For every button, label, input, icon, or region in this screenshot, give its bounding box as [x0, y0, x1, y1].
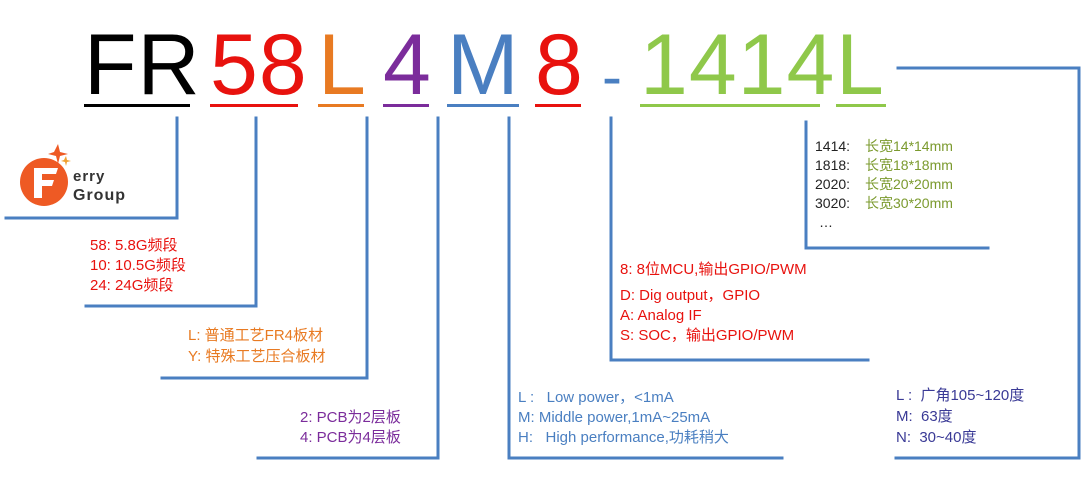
code-segment-prefix: FR [84, 17, 201, 113]
size-desc: 长宽30*20mm [865, 195, 953, 211]
size-desc: 长宽20*20mm [865, 176, 953, 192]
underline-board [318, 104, 364, 107]
code-segment-board: L [318, 17, 367, 113]
size-code: 1818: [815, 157, 851, 173]
size-code: 1414: [815, 138, 851, 154]
code-segment-layers: 4 [383, 17, 432, 113]
connector-angle [894, 66, 1081, 460]
connector-frequency [84, 116, 258, 308]
size-more: … [819, 214, 833, 230]
frequency-line: 10: 10.5G频段 [90, 257, 186, 274]
layers-legend: 2: PCB为2层板 4: PCB为4层板 [300, 408, 401, 448]
output-line: 8: 8位MCU,输出GPIO/PWM [620, 261, 807, 278]
underline-frequency [210, 104, 298, 107]
ferry-group-logo: erry Group [14, 138, 164, 216]
underline-layers [383, 104, 429, 107]
size-legend: 1414: 长宽14*14mm 1818: 长宽18*18mm 2020: 长宽20*… [815, 137, 953, 232]
power-line: H: High performance,功耗稍大 [518, 429, 729, 446]
power-legend: L : Low power，<1mA M: Middle power,1mA~2… [518, 388, 729, 448]
frequency-line: 24: 24G频段 [90, 277, 174, 294]
connector-output [609, 116, 870, 362]
angle-line: N: 30~40度 [896, 429, 977, 446]
output-line: S: SOC，输出GPIO/PWM [620, 327, 795, 344]
logo-emblem-icon [20, 144, 71, 206]
layers-line: 4: PCB为4层板 [300, 429, 401, 446]
size-code: 3020: [815, 195, 851, 211]
frequency-legend: 58: 5.8G频段 10: 10.5G频段 24: 24G频段 [90, 236, 186, 296]
size-code: 2020: [815, 176, 851, 192]
connector-size [804, 120, 990, 250]
underline-prefix [84, 104, 190, 107]
underline-angle [836, 104, 886, 107]
connector-power [507, 116, 784, 460]
angle-line: M: 63度 [896, 408, 953, 425]
code-segment-power: M [447, 17, 520, 113]
size-line: 3020: 长宽30*20mm [815, 194, 953, 213]
underline-power [447, 104, 519, 107]
output-line: D: Dig output，GPIO [620, 287, 761, 304]
frequency-line: 58: 5.8G频段 [90, 237, 178, 254]
size-desc: 长宽14*14mm [865, 138, 953, 154]
code-segment-angle: L [836, 17, 885, 113]
board-legend: L: 普通工艺FR4板材 Y: 特殊工艺压合板材 [188, 325, 326, 367]
output-legend: 8: 8位MCU,输出GPIO/PWM D: Dig output，GPIO A… [620, 260, 807, 346]
size-line: 1818: 长宽18*18mm [815, 156, 953, 175]
angle-line: L : 广角105~120度 [896, 387, 1025, 404]
connector-board [160, 116, 369, 380]
board-line: L: 普通工艺FR4板材 [188, 327, 324, 344]
output-line: A: Analog IF [620, 307, 702, 324]
underline-output [535, 104, 581, 107]
code-segment-frequency: 58 [210, 17, 308, 113]
layers-line: 2: PCB为2层板 [300, 409, 401, 426]
size-line: 2020: 长宽20*20mm [815, 175, 953, 194]
logo-line-2: Group [73, 187, 126, 204]
connector-prefix [4, 116, 179, 220]
code-segment-dash: - [602, 43, 623, 110]
underline-size [640, 104, 820, 107]
board-line: Y: 特殊工艺压合板材 [188, 348, 326, 365]
code-segment-output: 8 [535, 17, 584, 113]
power-line: L : Low power，<1mA [518, 389, 674, 406]
size-line: 1414: 长宽14*14mm [815, 137, 953, 156]
logo-line-1: erry [73, 168, 106, 185]
angle-legend: L : 广角105~120度 M: 63度 N: 30~40度 [896, 385, 1024, 448]
power-line: M: Middle power,1mA~25mA [518, 409, 711, 426]
connector-layers [256, 116, 440, 460]
size-desc: 长宽18*18mm [865, 157, 953, 173]
code-segment-size: 1414 [640, 17, 836, 113]
